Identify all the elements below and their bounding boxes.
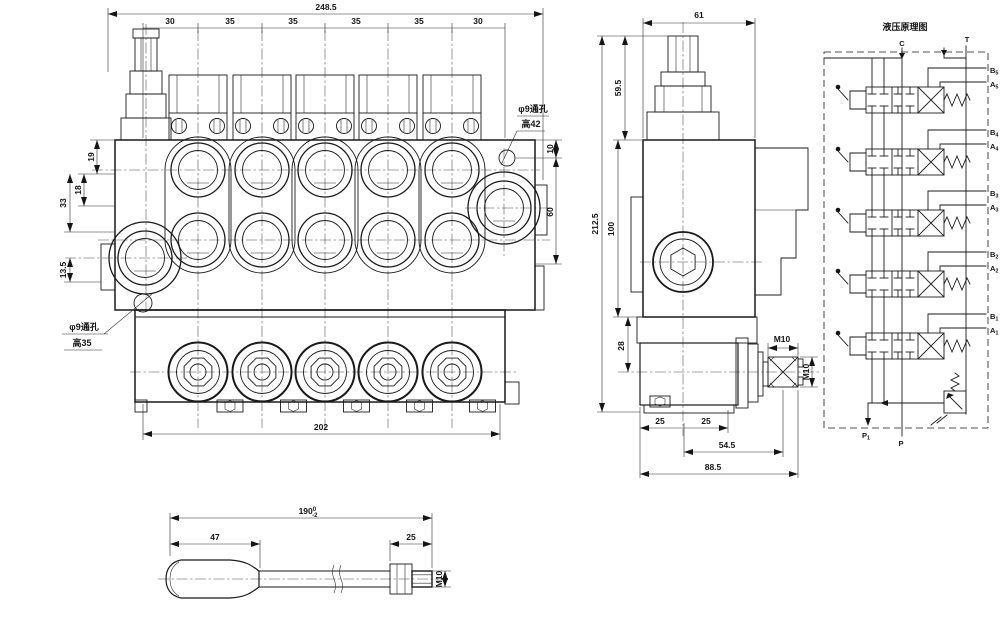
dim-segment-3: 35 [288,16,298,26]
hole-label-bottom-line2: 高35 [72,337,91,348]
schematic-boundary [823,51,989,429]
gauge-hole-top [498,149,516,167]
flow-arrow [899,53,905,59]
dim-18: 18 [73,185,83,195]
port-label-b5: B5 [990,66,998,77]
dim-side-width: 61 [694,10,704,20]
dim-88-5: 88.5 [705,462,722,472]
port-label-a1: A1 [990,326,998,337]
side-centerlines [618,22,820,436]
break-line [332,564,336,594]
dim-13-5: 13.5 [58,261,68,278]
schematic-title: 液压原理图 [882,21,927,32]
port-label-b1: B1 [990,312,998,323]
port-label-b3: B3 [990,189,998,200]
port-label-a3: A3 [990,203,998,214]
thread-label-side: M10 [801,363,811,380]
side-handle-joint [735,337,804,409]
port-label-c: C [899,39,905,48]
dim-25b: 25 [701,416,711,426]
dim-handle-thread-size: M10 [434,570,444,587]
dim-segment-5: 35 [414,16,424,26]
front-view: 248.5 30 35 35 35 35 30 [58,2,562,440]
leader-line [103,293,153,335]
port-label-t: T [965,35,970,44]
dim-19: 19 [86,152,96,162]
port-label-b2: B2 [990,250,998,261]
dim-handle-grip: 47 [210,532,220,542]
dim-54-5: 54.5 [719,440,736,450]
dim-total-width: 248.5 [315,2,337,12]
dim-segment-1: 30 [165,16,175,26]
dim-handle-total: 1900-2 [299,506,319,519]
hole-label-top-line2: 高42 [521,118,540,129]
hydraulic-schematic: 液压原理图 C T P1 P [823,21,999,448]
flow-arrow [880,400,888,406]
port-label-p: P [898,439,903,448]
valve-section-1 [835,313,987,396]
dim-212-5: 212.5 [590,213,600,235]
port-label-a4: A4 [990,142,999,153]
handle-thread [411,570,433,588]
handle-shape [165,559,433,599]
front-dimensions: 248.5 30 35 35 35 35 30 [58,2,562,440]
side-body [630,35,809,414]
dim-segment-4: 35 [351,16,361,26]
port-label-b4: B4 [990,128,999,139]
joint-square [767,356,799,388]
dim-59-5: 59.5 [613,79,623,96]
front-caps [120,28,482,141]
dim-10: 10 [545,144,555,154]
side-dimensions: 61 59.5 100 28 212.5 25 25 54.5 [590,10,818,478]
hole-label-bottom-line1: φ9通孔 [69,321,98,332]
valve-section-2 [835,251,987,334]
front-hole-labels: φ9通孔 高42 φ9通孔 高35 [62,103,549,351]
leader-line [500,130,518,166]
outlet-boss [467,171,541,245]
thread-label-top: M10 [774,334,791,344]
break-line [339,564,343,594]
flow-arrow [941,50,947,56]
dim-handle-thread-length: 25 [406,532,416,542]
gauge-hole-bottom [133,293,153,313]
hex-socket [670,247,696,277]
dim-segment-6: 30 [473,16,483,26]
relief-valve [930,372,967,426]
valve-section-3 [835,190,987,273]
handle-dimensions: 1900-2 47 25 M10 [169,506,451,588]
dim-25a: 25 [655,416,665,426]
side-view: 61 59.5 100 28 212.5 25 25 54.5 [590,10,820,478]
handle-view: 1900-2 47 25 M10 [158,506,451,599]
port-label-p1: P1 [862,431,870,442]
dim-33: 33 [58,198,68,208]
valve-section-4 [835,129,987,212]
dim-segment-2: 35 [225,16,235,26]
front-body [100,136,548,313]
dim-28: 28 [616,341,626,351]
front-lower-block [134,309,520,413]
side-port-circle [652,231,714,293]
valve-section-5 [835,67,987,150]
work-port-labels: B5 A5 B4 A4 B3 A3 B2 A2 B1 A1 [990,66,999,337]
front-centerlines [65,24,552,428]
port-label-a5: A5 [990,80,998,91]
hole-label-top-line1: φ9通孔 [518,103,547,114]
dim-bottom-width: 202 [314,422,328,432]
dim-60: 60 [545,207,555,217]
dim-100: 100 [606,222,616,236]
port-label-a2: A2 [990,264,998,275]
flow-arrow [865,418,871,426]
